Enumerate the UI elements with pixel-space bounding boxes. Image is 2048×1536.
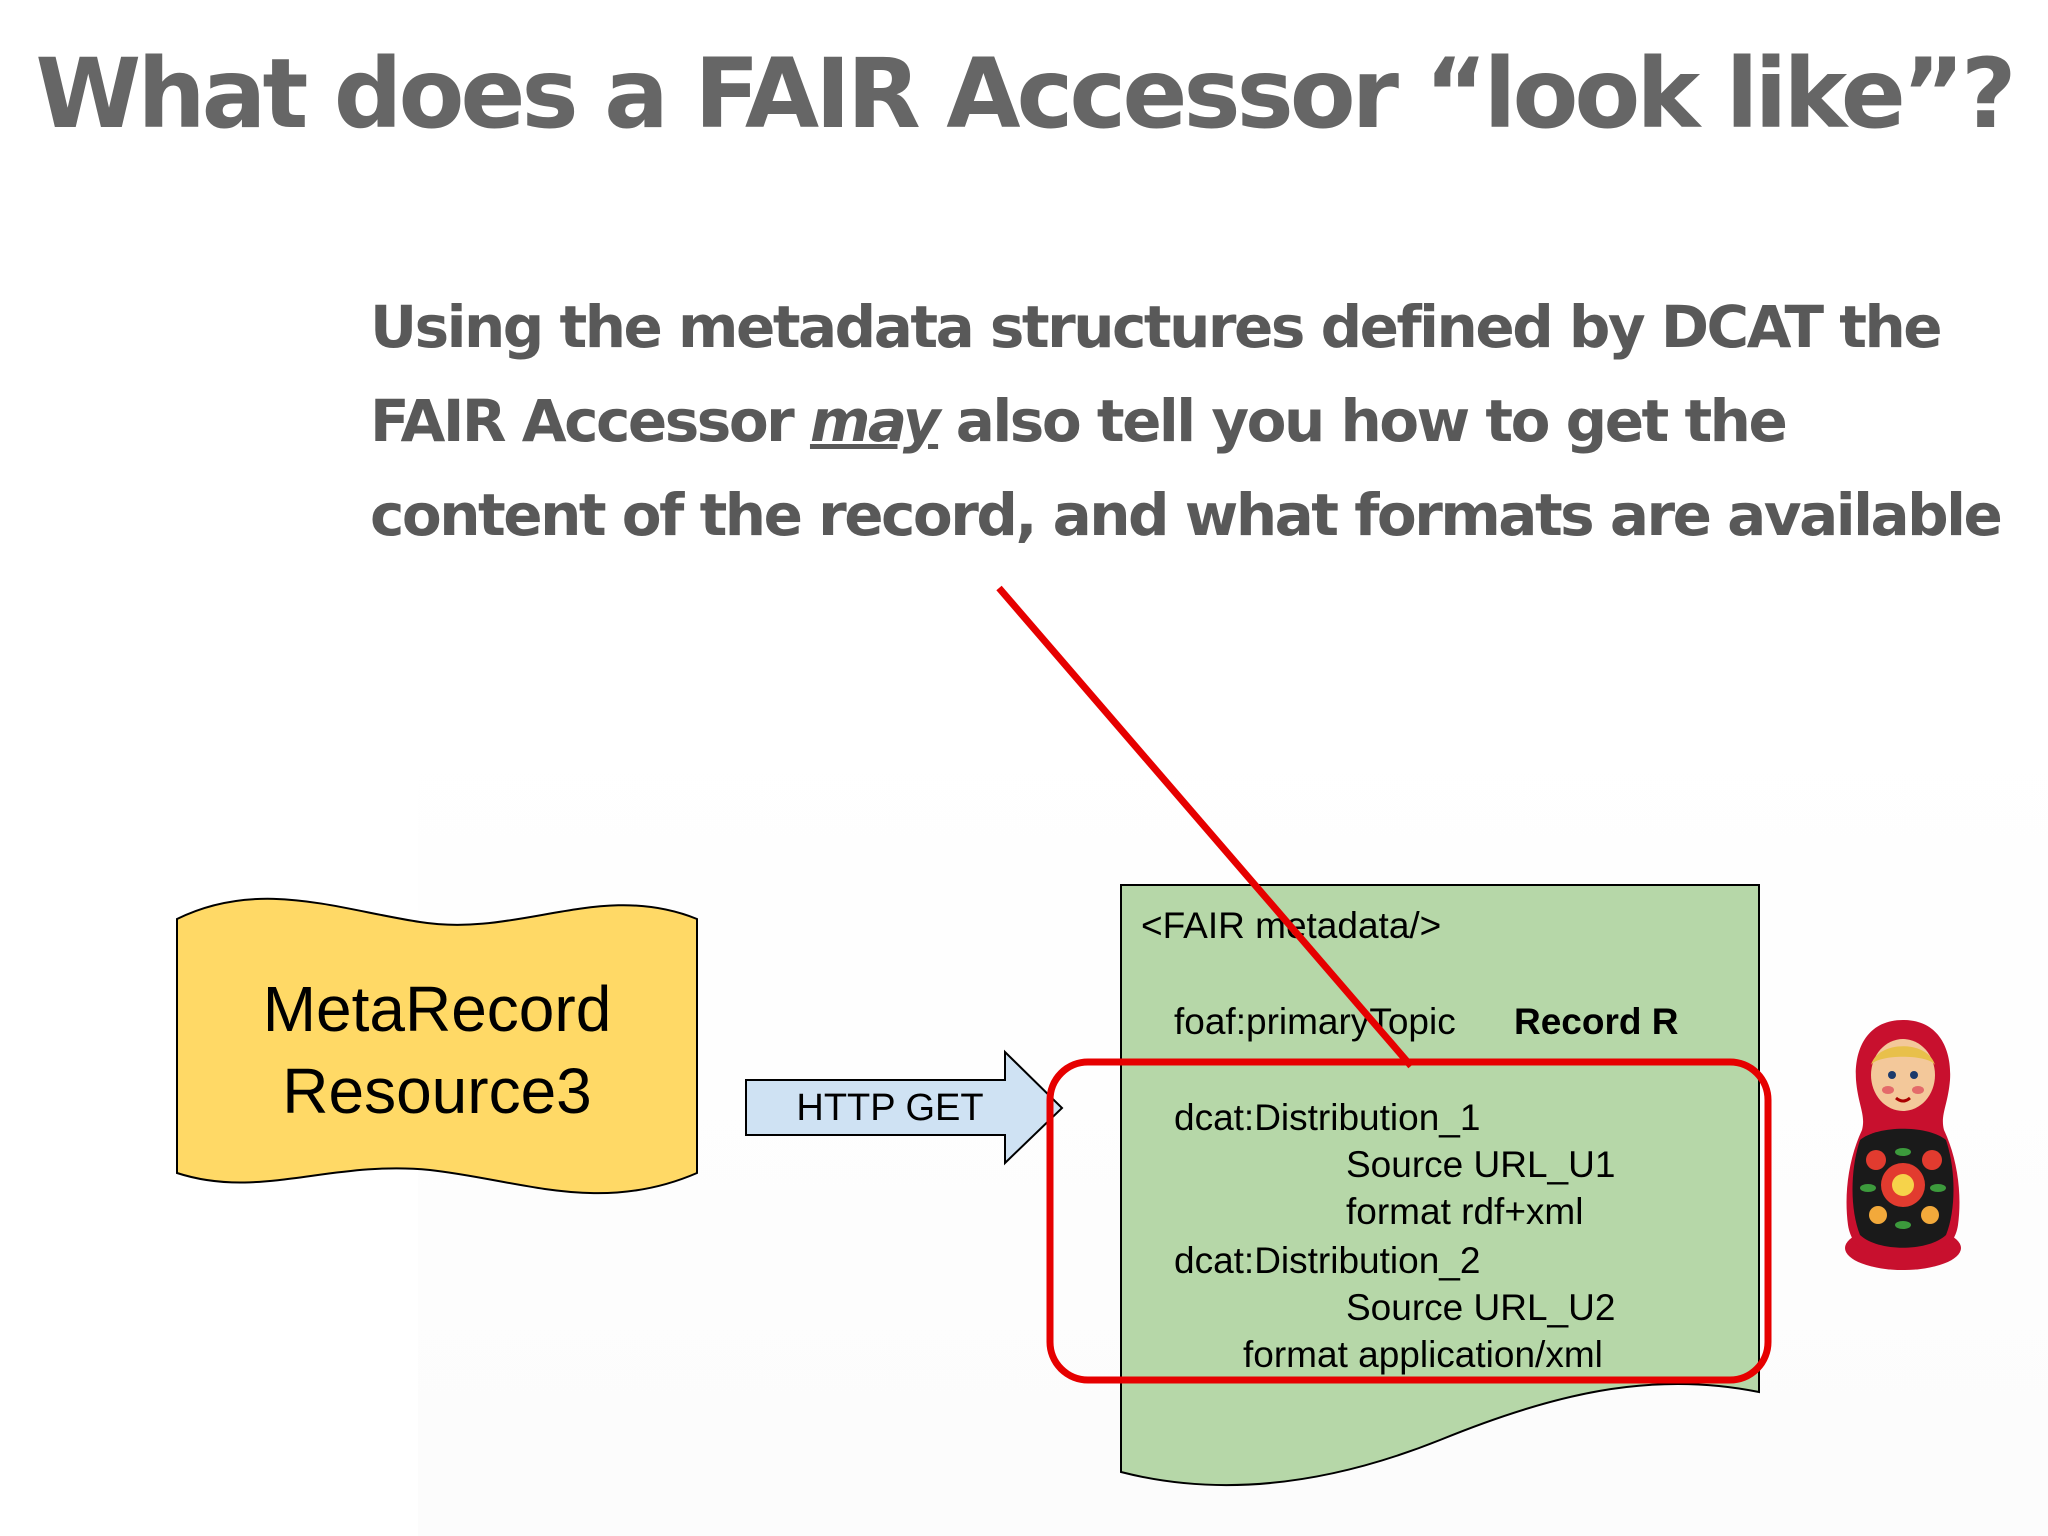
http-get-arrow — [745, 1049, 1064, 1166]
metadata-document — [1120, 884, 1760, 1487]
body-line-2-prefix: FAIR Accessor — [370, 387, 810, 455]
slide-title: What does a FAIR Accessor “look like”? — [35, 38, 2016, 150]
pointer-line — [996, 585, 1414, 1069]
body-line-1: Using the metadata structures defined by… — [370, 293, 1943, 361]
body-line-2: FAIR Accessor may also tell you how to g… — [370, 374, 1970, 468]
distribution-1-format: format rdf+xml — [1346, 1191, 1583, 1232]
metarecord-label-line1: MetaRecord — [263, 973, 612, 1045]
body-line-3: content of the record, and what formats … — [370, 481, 2003, 549]
distribution-2: dcat:Distribution_2 — [1174, 1240, 1480, 1281]
body-text: Using the metadata structures defined by… — [370, 280, 2003, 562]
distribution-1-source: Source URL_U1 — [1346, 1144, 1615, 1185]
distribution-2-source: Source URL_U2 — [1346, 1287, 1615, 1328]
http-get-label: HTTP GET — [796, 1087, 983, 1129]
metarecord-box — [176, 897, 698, 1195]
emphasis-may: may — [809, 387, 941, 455]
metarecord-label-line2: Resource3 — [282, 1055, 592, 1127]
body-line-2-suffix: also tell you how to get the — [938, 387, 1788, 455]
distribution-2-format: format application/xml — [1243, 1334, 1603, 1375]
primary-topic-value: Record R — [1514, 1001, 1678, 1042]
primary-topic-label: foaf:primaryTopic — [1174, 1001, 1456, 1042]
matryoshka-doll-icon — [1845, 1020, 1961, 1270]
distribution-1: dcat:Distribution_1 — [1174, 1097, 1480, 1138]
